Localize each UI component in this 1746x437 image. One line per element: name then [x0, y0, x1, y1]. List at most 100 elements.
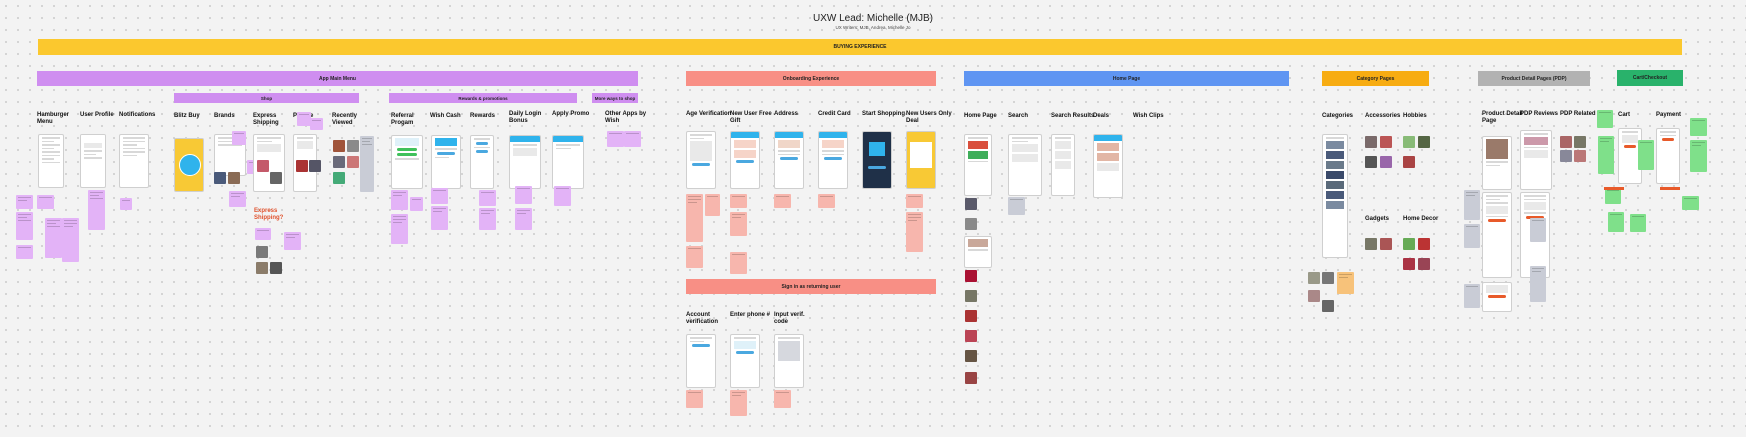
- note[interactable]: [1464, 190, 1480, 220]
- product-thumb[interactable]: [965, 290, 977, 302]
- note[interactable]: [431, 206, 448, 230]
- note[interactable]: [1682, 196, 1699, 210]
- section-home-page[interactable]: Home Page: [964, 71, 1289, 86]
- product-thumb[interactable]: [296, 160, 308, 172]
- note[interactable]: [391, 190, 408, 210]
- user-profile-screen[interactable]: [80, 134, 106, 188]
- product-thumb[interactable]: [1403, 238, 1415, 250]
- product-thumb[interactable]: [256, 246, 268, 258]
- rewards-screen[interactable]: [470, 135, 494, 189]
- product-thumb[interactable]: [270, 172, 282, 184]
- pdp-screen[interactable]: [1482, 136, 1512, 190]
- product-thumb[interactable]: [1403, 136, 1415, 148]
- account-verification-screen[interactable]: [686, 334, 716, 388]
- daily-login-screen[interactable]: [509, 135, 541, 189]
- note[interactable]: [1598, 136, 1614, 174]
- subsection-more-ways[interactable]: More ways to shop: [592, 93, 638, 103]
- categories-screen[interactable]: [1322, 134, 1348, 258]
- product-thumb[interactable]: [965, 218, 977, 230]
- start-shopping-screen[interactable]: [862, 131, 892, 189]
- note[interactable]: [1690, 118, 1707, 136]
- note[interactable]: [62, 218, 79, 262]
- note[interactable]: [88, 190, 105, 230]
- pdp-reviews-screen[interactable]: [1520, 130, 1552, 190]
- product-thumb[interactable]: [214, 172, 226, 184]
- enter-phone-screen[interactable]: [730, 334, 760, 388]
- subsection-sign-in[interactable]: Sign in as returning user: [686, 279, 936, 294]
- credit-card-screen[interactable]: [818, 131, 848, 189]
- note[interactable]: [410, 197, 423, 211]
- note[interactable]: [818, 194, 835, 208]
- note[interactable]: [515, 186, 532, 204]
- blitz-buy-screen[interactable]: [174, 138, 204, 192]
- product-thumb[interactable]: [1308, 272, 1320, 284]
- note[interactable]: [515, 208, 532, 230]
- product-thumb[interactable]: [965, 350, 977, 362]
- section-onboarding[interactable]: Onboarding Experience: [686, 71, 936, 86]
- home-scroll-screen[interactable]: [964, 236, 992, 268]
- free-gift-screen[interactable]: [730, 131, 760, 189]
- verif-code-screen[interactable]: [774, 334, 804, 388]
- product-thumb[interactable]: [1560, 136, 1572, 148]
- product-thumb[interactable]: [965, 310, 977, 322]
- note[interactable]: [774, 194, 791, 208]
- note[interactable]: [255, 228, 271, 240]
- subsection-shop[interactable]: Shop: [174, 93, 359, 103]
- note[interactable]: [45, 218, 62, 258]
- note[interactable]: [1337, 272, 1354, 294]
- note[interactable]: [1530, 266, 1546, 302]
- address-screen[interactable]: [774, 131, 804, 189]
- section-app-main-menu[interactable]: App Main Menu: [37, 71, 638, 86]
- referral-screen[interactable]: [391, 135, 423, 189]
- note[interactable]: [906, 212, 923, 252]
- section-cart-checkout[interactable]: Cart/Checkout: [1617, 70, 1683, 86]
- note[interactable]: [16, 212, 33, 240]
- product-thumb[interactable]: [1380, 156, 1392, 168]
- product-thumb[interactable]: [347, 156, 359, 168]
- product-thumb[interactable]: [965, 198, 977, 210]
- note[interactable]: [1464, 224, 1480, 248]
- product-thumb[interactable]: [1380, 238, 1392, 250]
- product-thumb[interactable]: [1365, 156, 1377, 168]
- product-thumb[interactable]: [333, 156, 345, 168]
- product-thumb[interactable]: [1418, 258, 1430, 270]
- search-screen[interactable]: [1008, 134, 1042, 196]
- note[interactable]: [310, 118, 323, 130]
- note[interactable]: [360, 136, 374, 192]
- note[interactable]: [229, 191, 246, 207]
- product-thumb[interactable]: [347, 140, 359, 152]
- note[interactable]: [906, 194, 923, 208]
- note[interactable]: [607, 131, 624, 147]
- note[interactable]: [1530, 218, 1546, 242]
- note[interactable]: [1008, 197, 1025, 215]
- product-thumb[interactable]: [1322, 272, 1334, 284]
- product-thumb[interactable]: [1403, 156, 1415, 168]
- product-thumb[interactable]: [1403, 258, 1415, 270]
- product-thumb[interactable]: [1560, 150, 1572, 162]
- age-verification-screen[interactable]: [686, 131, 716, 189]
- note[interactable]: [1630, 214, 1646, 232]
- product-thumb[interactable]: [1574, 136, 1586, 148]
- note[interactable]: [774, 390, 791, 408]
- product-thumb[interactable]: [270, 262, 282, 274]
- note[interactable]: [284, 232, 301, 250]
- product-thumb[interactable]: [1418, 238, 1430, 250]
- product-thumb[interactable]: [965, 270, 977, 282]
- product-thumb[interactable]: [228, 172, 240, 184]
- product-thumb[interactable]: [257, 160, 269, 172]
- product-thumb[interactable]: [333, 172, 345, 184]
- notifications-screen[interactable]: [119, 134, 149, 188]
- note[interactable]: [730, 194, 747, 208]
- note[interactable]: [16, 245, 33, 259]
- note[interactable]: [1464, 284, 1480, 308]
- note[interactable]: [730, 252, 747, 274]
- product-thumb[interactable]: [1574, 150, 1586, 162]
- product-thumb[interactable]: [309, 160, 321, 172]
- note[interactable]: [431, 188, 448, 204]
- product-thumb[interactable]: [1322, 300, 1334, 312]
- product-thumb[interactable]: [1418, 136, 1430, 148]
- product-thumb[interactable]: [1308, 290, 1320, 302]
- pdp-detail-2[interactable]: [1482, 192, 1512, 278]
- product-thumb[interactable]: [333, 140, 345, 152]
- payment-screen[interactable]: [1656, 128, 1680, 184]
